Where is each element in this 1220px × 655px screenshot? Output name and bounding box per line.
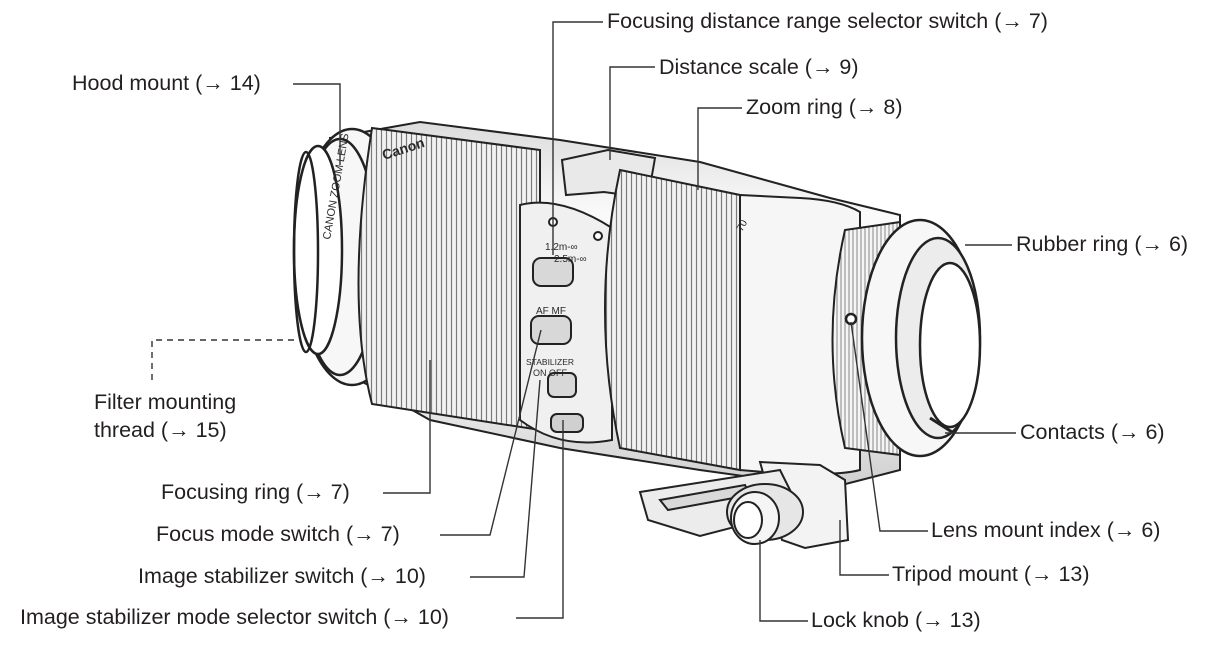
label-filter-thread-line1: Filter mounting [94,390,237,414]
switch-panel [519,201,613,444]
leader-focus-range [552,21,603,255]
leader-focus-mode [440,329,542,536]
lock-knob [726,483,804,545]
zoom-ring-grip [604,168,741,472]
stabilizer-marking: STABILIZER [526,357,574,367]
label-rubber-ring: Rubber ring (→ 6) [1016,232,1189,256]
focusing-ring-grip [357,126,541,432]
range-top-marking: 1.2m-∞ [545,242,578,253]
label-focus-range-switch: Focusing distance range selector switch … [607,9,1048,33]
zoom-mark: 70 [735,218,750,234]
label-contacts: Contacts (→ 6) [1020,420,1165,444]
leader-lens-mount-index [850,321,928,532]
leader-focusing-ring [383,360,431,494]
label-filter-thread-line2: thread (→ 15) [94,418,227,442]
leader-hood-mount [293,83,341,165]
stabilizer-states-marking: ON OFF [533,368,567,378]
label-focusing-ring: Focusing ring (→ 7) [161,480,350,504]
label-tripod-mount: Tripod mount (→ 13) [892,562,1090,586]
label-lens-mount-index: Lens mount index (→ 6) [931,518,1161,542]
label-stabilizer-mode-switch: Image stabilizer mode selector switch (→… [20,605,449,629]
focus-mode-marking: AF MF [536,306,566,317]
label-focus-mode-switch: Focus mode switch (→ 7) [156,522,400,546]
label-distance-scale: Distance scale (→ 9) [659,55,859,79]
leader-lines [151,21,1016,622]
leader-stabilizer [470,379,541,578]
leader-distance-scale [609,66,655,160]
label-hood-mount: Hood mount (→ 14) [72,71,261,95]
leader-lock-knob [759,540,808,622]
leader-zoom-ring [697,107,742,190]
label-zoom-ring: Zoom ring (→ 8) [746,95,903,119]
label-lock-knob: Lock knob (→ 13) [811,608,981,632]
rear-mount [844,218,982,458]
label-stabilizer-switch: Image stabilizer switch (→ 10) [138,564,426,588]
leader-filter-thread [151,339,295,380]
range-bottom-marking: 2.5m-∞ [554,254,587,265]
leader-stabilizer-mode [516,420,564,619]
leader-tripod-mount [839,520,889,576]
